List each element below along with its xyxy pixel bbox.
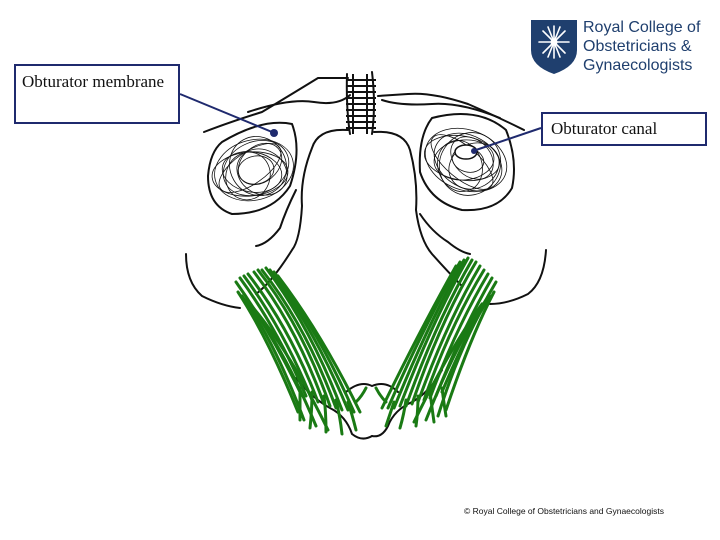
left-pelvic-inner-outline <box>247 94 351 113</box>
logo-line-3: Gynaecologists <box>583 57 693 74</box>
right-ischium-outline <box>489 249 547 305</box>
right-notch-outline <box>419 213 471 255</box>
left-obturator-membrane <box>206 121 298 216</box>
membrane-pointer <box>179 93 278 137</box>
pubic-center <box>345 383 399 393</box>
right-side-outline <box>373 130 463 287</box>
left-ischium-outline <box>185 253 241 309</box>
logo-line-1: Royal College of <box>583 19 701 36</box>
left-levator-muscle <box>234 266 368 436</box>
right-pelvic-inner-outline <box>381 99 501 119</box>
left-notch-outline <box>255 189 297 247</box>
canal-pointer <box>471 127 542 154</box>
sacral-hatch <box>346 74 376 134</box>
obturator-membrane-text: Obturator membrane <box>22 72 165 91</box>
obturator-canal-label: Obturator canal <box>541 112 707 146</box>
right-pelvic-outline <box>377 92 525 131</box>
copyright-notice: © Royal College of Obstetricians and Gyn… <box>464 506 664 516</box>
obturator-canal-text: Obturator canal <box>551 119 658 138</box>
obturator-canal-opening <box>454 144 478 160</box>
logo-line-2: Obstetricians & <box>583 38 692 55</box>
right-obturator-membrane <box>418 113 515 212</box>
right-levator-muscle <box>374 256 498 430</box>
obturator-membrane-label: Obturator membrane <box>14 64 180 124</box>
rcog-logo-text: Royal College of Obstetricians & Gynaeco… <box>583 18 700 75</box>
rcog-logo <box>531 20 577 74</box>
left-side-outline <box>255 128 349 295</box>
left-pelvic-outline <box>203 77 349 133</box>
